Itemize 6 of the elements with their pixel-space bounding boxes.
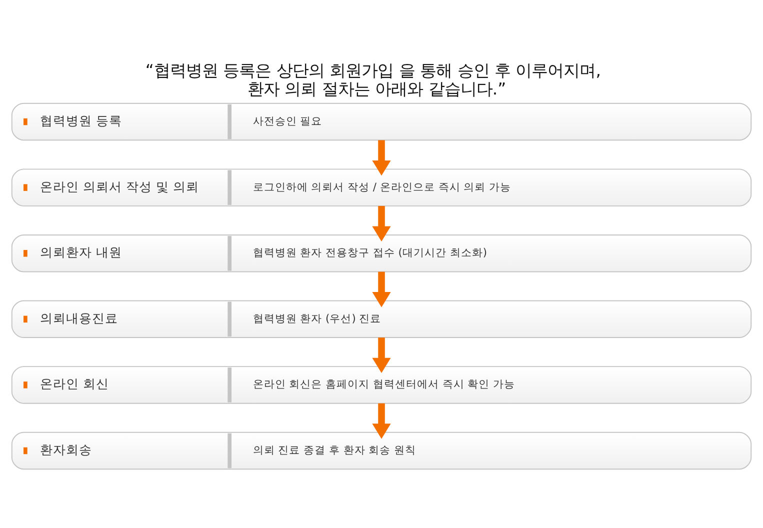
arrow bbox=[372, 272, 391, 308]
diagram-title: “협력병원 등록은 상단의 회원가입 을 통해 승인 후 이루어지며, 환자 의뢰 절차는 아래와 같습니다.” bbox=[145, 60, 601, 98]
arrow bbox=[372, 140, 391, 176]
arrow bbox=[372, 338, 391, 374]
arrow bbox=[372, 206, 391, 242]
arrow bbox=[372, 403, 391, 439]
